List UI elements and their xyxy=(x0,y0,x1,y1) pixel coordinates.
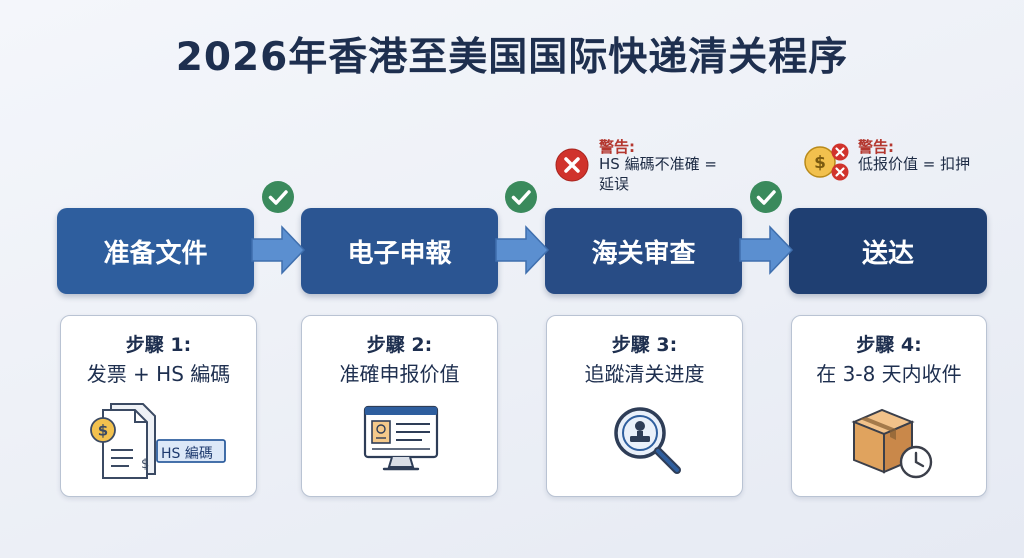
magnifier-icon xyxy=(614,407,681,474)
step-box-label: 准备文件 xyxy=(103,238,208,269)
step-card-4: 步驟 4: 在 3-8 天内收件 xyxy=(791,315,987,497)
step-box-delivery: 送达 xyxy=(789,208,987,294)
step-card-label: 步驟 1: xyxy=(125,334,192,356)
step-card-1: 步驟 1: 发票 + HS 編碼 $ $ HS 編碼 xyxy=(60,315,257,497)
step-card-label: 步驟 2: xyxy=(366,334,433,356)
arrow-right-icon xyxy=(495,225,550,275)
warning-text: 延误 xyxy=(599,175,630,193)
warning-text: HS 編碼不准確 = xyxy=(599,155,717,173)
svg-text:$: $ xyxy=(98,422,108,440)
step-card-description: 发票 + HS 編碼 xyxy=(86,362,231,386)
step-card-2: 步驟 2: 准確申报价值 xyxy=(301,315,498,497)
step-card-description: 准確申报价值 xyxy=(339,362,460,386)
step-box-label: 送达 xyxy=(861,238,914,269)
invoice-document-icon: $ $ xyxy=(90,403,226,479)
warning-text: 低报价值 = 扣押 xyxy=(858,155,971,173)
svg-text:$: $ xyxy=(814,153,826,173)
step-card-label: 步驟 4: xyxy=(856,334,922,356)
step-box-e-declaration: 电子申報 xyxy=(301,208,498,294)
hs-code-tag: HS 編碼 xyxy=(161,446,213,462)
warning-hs-code: 警告: HS 編碼不准確 = 延误 xyxy=(555,136,755,196)
page-title: 2026年香港至美国国际快递清关程序 xyxy=(175,35,849,80)
svg-text:$: $ xyxy=(141,457,149,472)
step-card-label: 步驟 3: xyxy=(611,334,678,356)
step-card-3: 步驟 3: 追蹤清关进度 xyxy=(546,315,743,497)
package-clock-icon xyxy=(851,408,933,479)
warning-title: 警告: xyxy=(599,138,635,156)
step-box-prepare-docs: 准备文件 xyxy=(57,208,254,294)
money-warning-icon: $ xyxy=(804,143,849,181)
check-icon xyxy=(750,181,782,213)
check-icon xyxy=(505,181,537,213)
check-icon xyxy=(262,181,294,213)
arrow-right-icon xyxy=(739,225,794,275)
step-box-label: 海关审查 xyxy=(591,238,696,269)
step-box-label: 电子申報 xyxy=(347,238,452,269)
computer-monitor-icon xyxy=(363,405,439,471)
arrow-right-icon xyxy=(251,225,306,275)
error-x-icon xyxy=(555,148,589,182)
warning-title: 警告: xyxy=(858,138,894,156)
step-card-description: 追蹤清关进度 xyxy=(584,362,705,386)
step-box-customs-review: 海关审查 xyxy=(545,208,742,294)
step-card-description: 在 3-8 天内收件 xyxy=(816,362,962,386)
warning-low-value: $ 警告: 低报价值 = 扣押 xyxy=(800,136,1010,196)
